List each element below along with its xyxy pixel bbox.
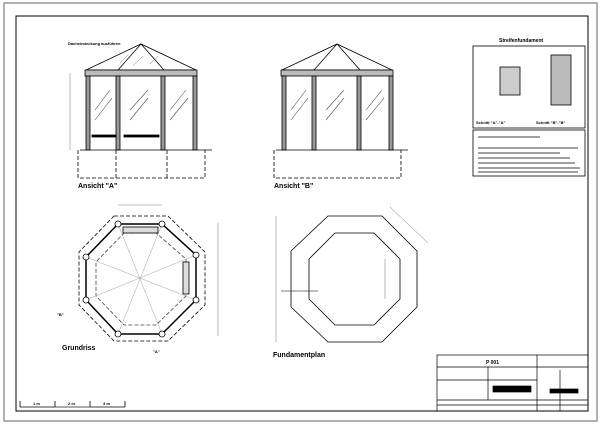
detail-panel — [472, 45, 586, 177]
floor-plan-label: Grundriss — [62, 345, 96, 352]
elevation-a-label: Ansicht "A" — [78, 183, 117, 190]
scale-label-2: 2 m — [68, 401, 75, 406]
section-marker-a: "A" — [153, 349, 160, 354]
section-marker-b: "B" — [57, 312, 64, 317]
roof-note: Dacheindeckung ausführen — [68, 41, 121, 46]
elevation-a — [69, 43, 212, 179]
section-b-label: Schnitt "B"-"B" — [536, 120, 565, 125]
scale-label-3: 3 m — [103, 401, 110, 406]
section-a-label: Schnitt "A"-"A" — [476, 120, 505, 125]
scale-label-1: 1 m — [33, 401, 40, 406]
foundation-plan — [275, 206, 429, 343]
title-block — [436, 354, 589, 412]
inner-frame — [15, 15, 589, 412]
drawing-number: P 001 — [486, 360, 499, 366]
elevation-b — [273, 43, 408, 179]
scale-bar — [19, 401, 126, 408]
elevation-b-label: Ansicht "B" — [274, 183, 313, 190]
detail-title: Streifenfundament — [499, 38, 544, 44]
floor-plan — [78, 204, 219, 342]
outer-frame — [3, 2, 598, 422]
foundation-plan-label: Fundamentplan — [273, 352, 325, 359]
